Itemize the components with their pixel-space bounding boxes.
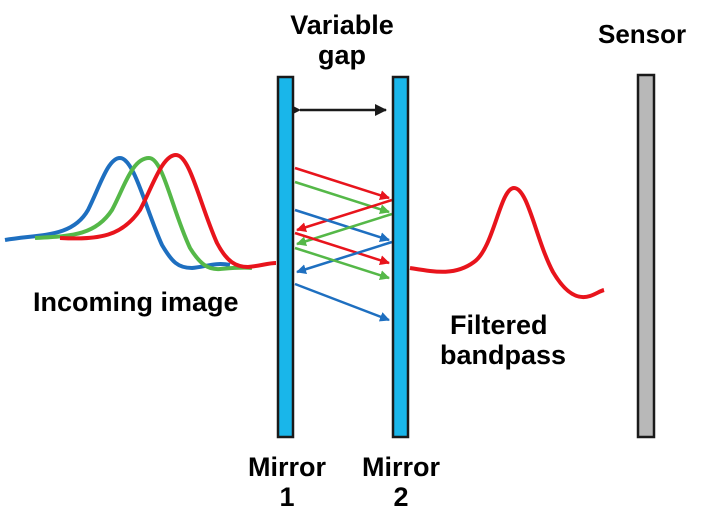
variable-gap-label-line2: gap — [317, 40, 366, 71]
incoming-wave-blue — [4, 155, 231, 271]
mirror-2-label-line2: 2 — [393, 482, 409, 513]
reflection-arrows — [294, 166, 393, 322]
mirror-2-label-line1: Mirror — [361, 452, 440, 482]
mirror-2-label: Mirror 2 — [346, 452, 456, 512]
reflection-green-1 — [294, 180, 390, 215]
variable-gap-label: Variable gap — [272, 10, 412, 70]
reflection-blue-2 — [296, 240, 393, 275]
reflection-red-2 — [296, 198, 393, 233]
filtered-label-line1: Filtered — [450, 310, 548, 340]
mirror-1-label: Mirror 1 — [232, 452, 342, 512]
mirror-1-label-line1: Mirror — [247, 452, 326, 482]
reflection-blue-1 — [294, 208, 390, 243]
filtered-bandpass-label: Filtered bandpass — [440, 310, 566, 370]
mirror-2 — [391, 75, 410, 439]
reflection-red-1 — [294, 166, 390, 201]
reflection-green-2 — [296, 212, 393, 247]
incoming-wave-green — [34, 155, 253, 272]
filtered-label-line2: bandpass — [440, 340, 567, 371]
sensor-label: Sensor — [598, 19, 687, 49]
variable-gap-label-line1: Variable — [290, 10, 394, 40]
sensor-plate — [636, 73, 656, 439]
incoming-wave-red — [59, 152, 277, 270]
incoming-image-label: Incoming image — [33, 287, 239, 317]
mirror-1-label-line2: 1 — [279, 482, 295, 513]
reflection-blue-3 — [294, 282, 390, 322]
reflection-green-3 — [294, 246, 390, 281]
filtered-bandpass-wave — [409, 185, 605, 300]
mirror-1 — [276, 75, 295, 439]
reflection-red-3 — [294, 231, 390, 266]
